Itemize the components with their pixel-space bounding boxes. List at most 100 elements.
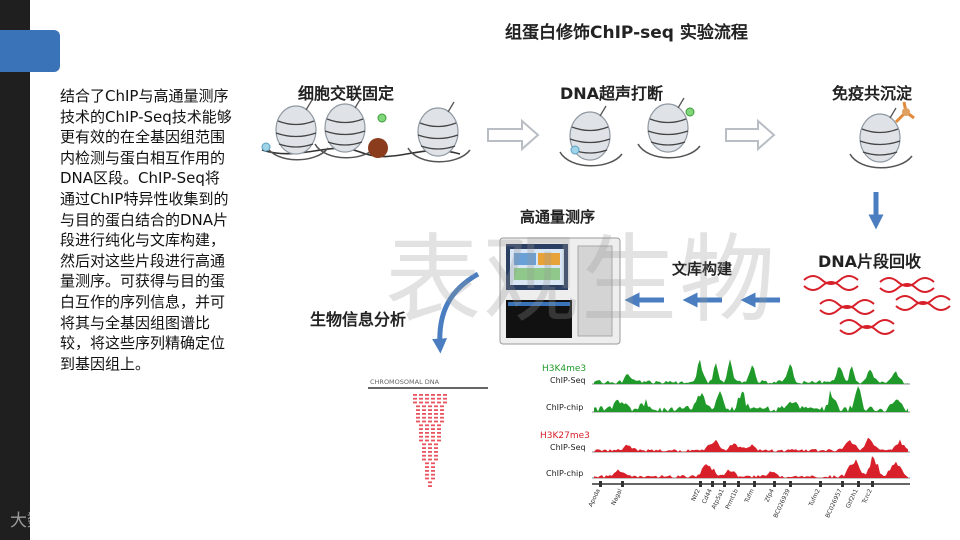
read-mark [422, 405, 426, 408]
gene-label: Tufm [743, 488, 756, 505]
read-mark [431, 466, 435, 468]
read-mark [419, 401, 423, 404]
read-mark [428, 409, 432, 411]
read-mark [437, 401, 441, 404]
sequencer-machine-illustration [499, 237, 621, 345]
read-mark [440, 420, 444, 423]
track-label-chipseq-2: ChIP-Seq [550, 443, 586, 452]
read-mark [428, 447, 432, 449]
immunoprecipitation-illustration [849, 101, 915, 169]
read-mark [431, 424, 435, 427]
read-mark [434, 454, 438, 457]
step-recovery-label: DNA片段回收 [818, 252, 922, 271]
read-mark [434, 458, 438, 461]
read-mark [434, 451, 438, 453]
read-mark [437, 424, 441, 427]
arrow-curved [432, 271, 480, 354]
read-mark [422, 443, 426, 446]
read-mark [434, 409, 438, 411]
read-mark [431, 473, 435, 476]
read-mark [419, 424, 423, 427]
read-mark [416, 405, 420, 408]
read-mark [428, 451, 432, 453]
step-sequencing-label: 高通量测序 [520, 208, 596, 226]
gene-tick [599, 481, 602, 487]
read-mark [422, 454, 426, 457]
read-mark [419, 397, 423, 400]
read-mark [419, 394, 423, 396]
gene-label: Tcrc2 [861, 488, 874, 506]
track-label-chipchip-2: ChIP-chip [546, 469, 583, 478]
read-mark [428, 413, 432, 415]
read-mark [440, 405, 444, 408]
gene-label: Gtf2h1 [845, 488, 860, 510]
chromatin-crosslink-illustration [261, 97, 471, 163]
gene-tick [857, 481, 860, 487]
read-mark [437, 394, 441, 396]
read-mark [422, 458, 426, 461]
read-mark [422, 420, 426, 423]
gene-tick [789, 481, 792, 487]
gene-tick [711, 481, 714, 487]
track-label-h3k27me3: H3K27me3 [540, 431, 590, 441]
read-mark [425, 424, 429, 427]
read-mark [425, 466, 429, 468]
gene-tick [871, 481, 874, 487]
read-mark [425, 397, 429, 400]
gene-label: Tufm2 [807, 488, 822, 509]
hollow-arrow-2 [725, 118, 776, 152]
step-sonication-label: DNA超声打断 [560, 84, 664, 103]
read-mark [419, 439, 423, 442]
read-mark [425, 401, 429, 404]
read-mark [443, 397, 447, 400]
brand-logo-text: 大数跨境 [10, 511, 78, 531]
gene-label: BC026957 [824, 488, 844, 519]
read-mark [431, 462, 435, 465]
gene-tick [737, 481, 740, 487]
read-mark [434, 447, 438, 449]
read-mark [434, 405, 438, 408]
read-mark [413, 394, 417, 396]
read-mark [425, 470, 429, 472]
gene-label: Nagal [610, 488, 624, 507]
accent-tab [0, 30, 60, 72]
gene-tick [753, 481, 756, 487]
read-mark [428, 405, 432, 408]
read-mark [434, 413, 438, 415]
gene-tick [841, 481, 844, 487]
read-mark [416, 420, 420, 423]
read-mark [425, 394, 429, 396]
gene-label: Prmt1b [724, 488, 740, 511]
read-mark [428, 416, 432, 419]
track-label-chipseq-1: ChIP-Seq [550, 376, 586, 385]
gene-label: Apoda [587, 488, 602, 509]
read-mark [437, 439, 441, 442]
read-mark [422, 413, 426, 415]
gene-label: Ntf2 [690, 488, 702, 503]
track-label-h3k4me3: H3K4me3 [542, 364, 586, 374]
chromosomal-read-pileup [368, 387, 488, 487]
description-text: 结合了ChIP与高通量测序技术的ChIP-Seq技术能够更有效的在全基因组范围内… [60, 87, 232, 373]
read-mark [431, 477, 435, 480]
read-mark [437, 432, 441, 434]
read-mark [422, 447, 426, 449]
read-mark [437, 435, 441, 438]
read-mark [431, 428, 435, 430]
gene-tick [621, 481, 624, 487]
read-mark [437, 428, 441, 430]
read-mark [416, 413, 420, 415]
read-mark [425, 473, 429, 476]
read-mark [440, 409, 444, 411]
read-mark [428, 458, 432, 461]
read-mark [431, 470, 435, 472]
read-mark [425, 477, 429, 480]
read-mark [431, 432, 435, 434]
read-mark [431, 401, 435, 404]
track-h3k27me3-chipchip [594, 456, 908, 478]
diagram-title: 组蛋白修饰ChIP-seq 实验流程 [505, 23, 748, 43]
chromosomal-dna-label: CHROMOSOMAL DNA [370, 378, 440, 386]
read-mark [431, 394, 435, 396]
read-mark [425, 462, 429, 465]
step-ip-label: 免疫共沉淀 [832, 84, 913, 103]
